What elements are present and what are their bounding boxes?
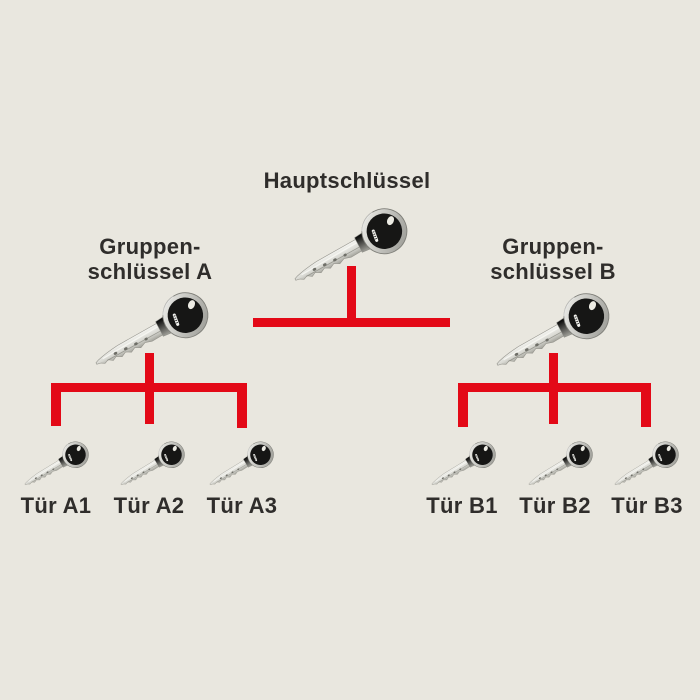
connector-group-b-horizontal: [458, 383, 651, 392]
group-a-label-line2: schlüssel A: [87, 259, 213, 284]
group-a-label: Gruppen- schlüssel A: [30, 234, 270, 284]
door-a1-key-icon: [17, 436, 94, 496]
door-a2-key-icon: [113, 436, 190, 496]
door-b1-label: Tür B1: [426, 493, 498, 518]
door-b1-key-icon: [424, 436, 501, 496]
door-b2-label: Tür B2: [519, 493, 591, 518]
connector-door-b3-stub: [641, 383, 651, 427]
master-key-label: Hauptschlüssel: [263, 168, 431, 193]
group-b-label-line1: Gruppen-: [502, 234, 604, 259]
group-b-label: Gruppen- schlüssel B: [433, 234, 673, 284]
connector-master-vertical: [347, 266, 356, 327]
door-b3-key-icon: [607, 436, 684, 496]
door-b3-label: Tür B3: [611, 493, 683, 518]
group-b-label-line2: schlüssel B: [490, 259, 616, 284]
connector-master-horizontal: [253, 318, 450, 327]
connector-group-a-horizontal: [51, 383, 247, 392]
door-a2-label: Tür A2: [113, 493, 185, 518]
door-a1-label: Tür A1: [20, 493, 92, 518]
door-b2-key-icon: [521, 436, 598, 496]
door-a3-label: Tür A3: [206, 493, 278, 518]
connector-door-a1-stub: [51, 383, 61, 426]
group-a-label-line1: Gruppen-: [99, 234, 201, 259]
connector-door-b1-stub: [458, 383, 468, 427]
connector-door-a3-stub: [237, 383, 247, 428]
door-a3-key-icon: [202, 436, 279, 496]
